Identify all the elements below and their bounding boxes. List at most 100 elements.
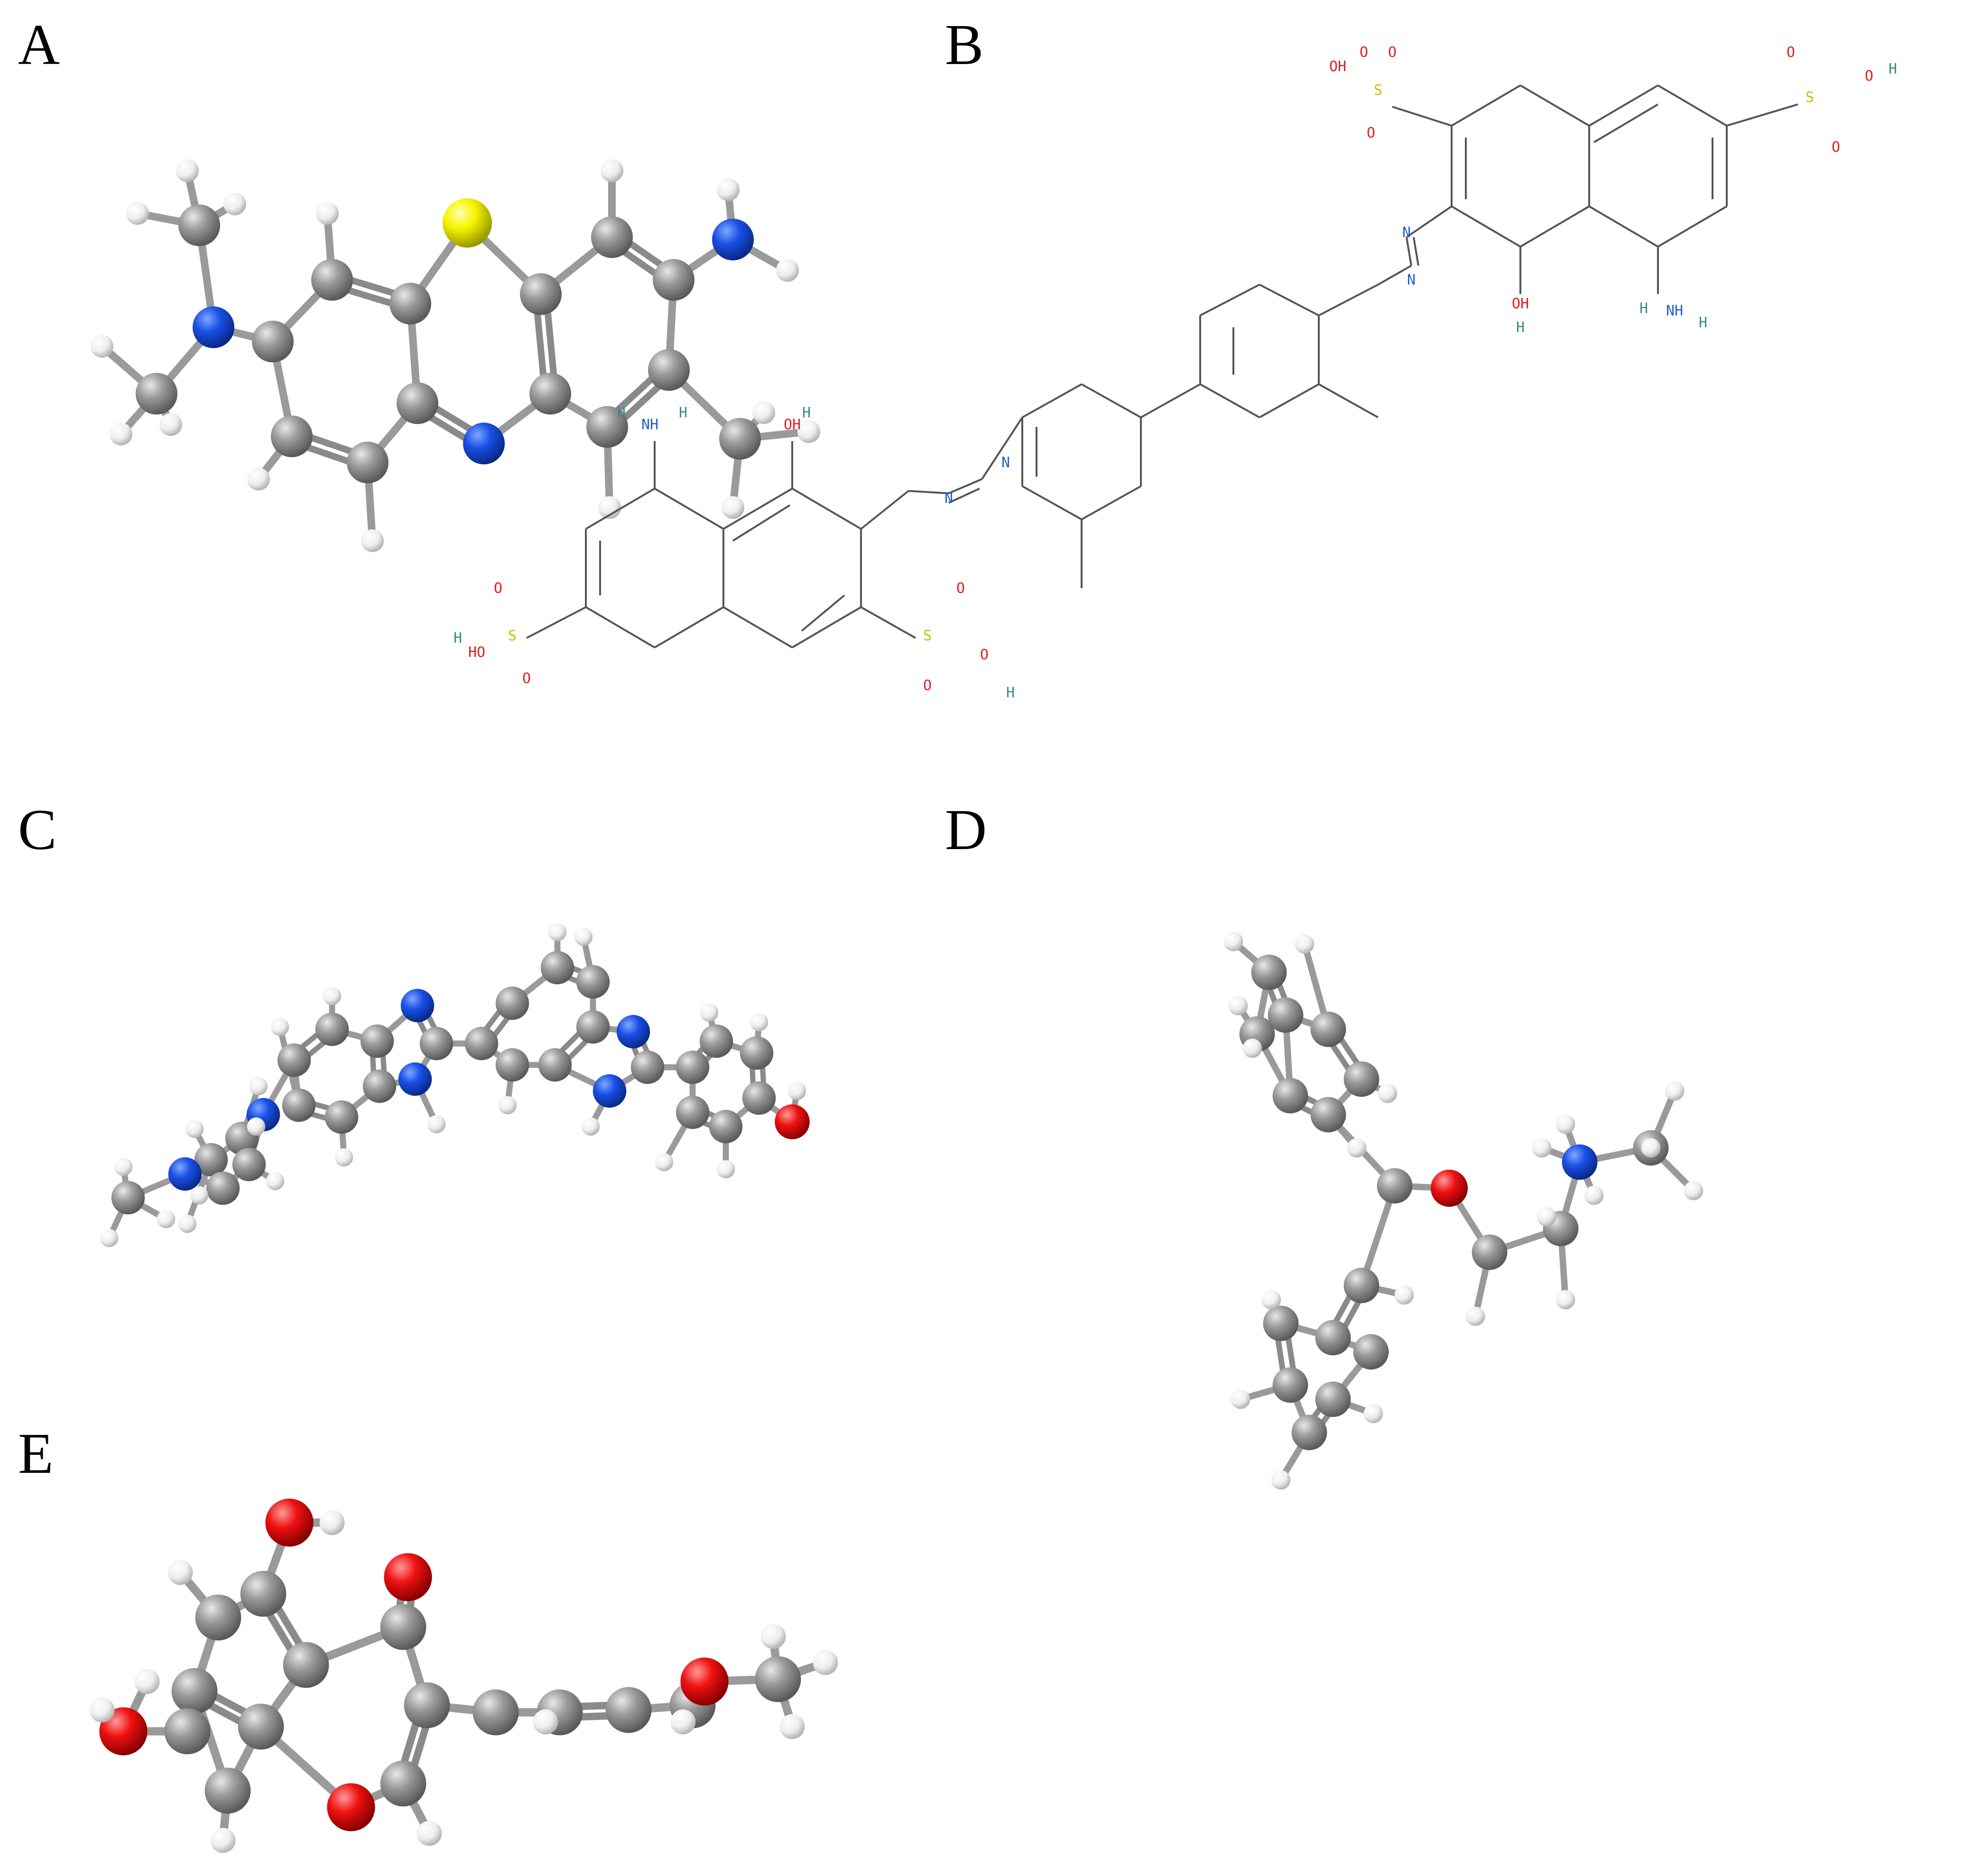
hydrogen-atom — [270, 1017, 289, 1036]
carbon-atom — [1343, 1267, 1379, 1303]
carbon-atom — [164, 1708, 211, 1755]
skeleton-bond — [1593, 103, 1659, 143]
hydrogen-atom — [1378, 1083, 1398, 1103]
carbon-atom — [1315, 1381, 1351, 1417]
skeleton-bond — [1259, 284, 1319, 316]
carbon-atom — [136, 373, 177, 415]
carbon-atom — [282, 1088, 316, 1122]
carbon-atom — [648, 349, 690, 391]
hydrogen-atom — [1641, 1138, 1661, 1158]
hydrogen-atom — [574, 927, 593, 946]
hydrogen-atom — [776, 259, 799, 282]
hydrogen-atom — [266, 1172, 285, 1191]
carbon-atom — [1472, 1234, 1508, 1270]
carbon-atom — [206, 1171, 240, 1205]
hydrogen-label: H — [802, 405, 811, 421]
carbon-atom — [360, 1024, 394, 1058]
molD-bonds — [1230, 938, 1697, 1483]
carbon-atom — [699, 1024, 733, 1058]
nitrogen-label: N — [944, 490, 953, 507]
skeleton-bond — [1259, 383, 1319, 418]
hydrogen-atom — [717, 178, 740, 201]
hydrogen-atom — [700, 1003, 719, 1022]
skeleton-bond — [1022, 485, 1082, 520]
carbon-atom — [380, 1760, 426, 1807]
hydrogen-atom — [1363, 1404, 1383, 1423]
sulfur-label: S — [923, 628, 932, 644]
carbon-atom — [238, 1703, 284, 1750]
panel-label-c: C — [18, 798, 56, 862]
carbon-atom — [311, 259, 353, 301]
carbon-atom — [271, 416, 313, 457]
nitrogen-atom — [193, 306, 234, 348]
skeleton-bond — [908, 490, 949, 494]
carbon-atom — [740, 1036, 774, 1070]
panel-label-e: E — [18, 1422, 54, 1486]
molE-atoms — [89, 1498, 838, 1853]
hydrogen-atom — [752, 401, 775, 424]
oxygen-label: O — [956, 580, 965, 597]
carbon-atom — [171, 1668, 218, 1714]
skeleton-bond — [722, 488, 793, 530]
carbon-atom — [380, 1604, 426, 1650]
carbon-atom — [315, 1012, 349, 1046]
carbon-atom — [576, 965, 610, 999]
carbon-atom — [755, 1656, 801, 1702]
hydrogen-atom — [176, 159, 199, 182]
skeleton-bond — [981, 416, 1023, 480]
hydrogen-atom — [190, 1186, 209, 1205]
skeleton-bond — [526, 606, 586, 639]
hydrogen-atom — [1223, 932, 1243, 952]
hydrogen-atom — [1465, 1306, 1485, 1326]
hydrogen-atom — [1347, 1138, 1367, 1158]
hydrogen-atom — [1231, 1389, 1250, 1409]
carbon-atom — [1272, 1367, 1308, 1403]
skeleton-bond — [1406, 205, 1453, 238]
hydrogen-atom — [134, 1669, 160, 1694]
hydrogen-atom — [797, 420, 820, 443]
sulfur-atom — [443, 198, 492, 248]
hydrogen-atom — [417, 1821, 442, 1846]
hydrogen-atom — [1228, 996, 1248, 1016]
hydrogen-atom — [1584, 1185, 1604, 1205]
carbon-atom — [362, 1069, 397, 1103]
carbon-atom — [204, 1767, 251, 1814]
hydrogen-atom — [581, 1117, 600, 1136]
carbon-atom — [709, 1109, 743, 1144]
oxygen-atom — [99, 1707, 148, 1756]
nitrogen-atom — [398, 1062, 432, 1096]
hydrogen-label: H — [1006, 684, 1015, 701]
molecule-b-bonds — [526, 84, 1798, 648]
carbon-atom — [1343, 1061, 1379, 1097]
hydroxyl-label: HO — [468, 644, 485, 661]
hydrogen-atom — [1555, 1114, 1575, 1134]
nitrogen-atom — [1562, 1144, 1598, 1180]
carbon-atom — [1310, 1097, 1346, 1133]
carbon-atom — [495, 1048, 529, 1082]
oxygen-atom — [384, 1553, 432, 1601]
skeleton-bond — [1657, 205, 1728, 248]
skeleton-bond — [801, 594, 845, 632]
hydrogen-atom — [1295, 934, 1315, 954]
oxygen-label: O — [1832, 139, 1840, 156]
skeleton-bond — [791, 606, 862, 648]
carbon-atom — [1291, 1414, 1327, 1451]
carbon-atom — [464, 1026, 499, 1061]
amine-label: NH — [1666, 303, 1683, 319]
hydrogen-atom — [323, 987, 342, 1006]
nitrogen-atom — [593, 1074, 627, 1108]
nitrogen-label: N — [1402, 224, 1411, 241]
oxygen-label: O — [980, 647, 989, 663]
hydrogen-atom — [813, 1650, 838, 1675]
carbon-atom — [605, 1687, 652, 1733]
carbon-atom — [529, 373, 571, 415]
molecule-e-ball-and-stick — [89, 1498, 838, 1853]
carbon-atom — [591, 216, 633, 258]
hydrogen-atom — [334, 1148, 353, 1167]
hydrogen-atom — [223, 193, 246, 215]
hydrogen-atom — [598, 496, 621, 519]
skeleton-bond — [1588, 84, 1659, 127]
skeleton-bond — [585, 606, 656, 648]
